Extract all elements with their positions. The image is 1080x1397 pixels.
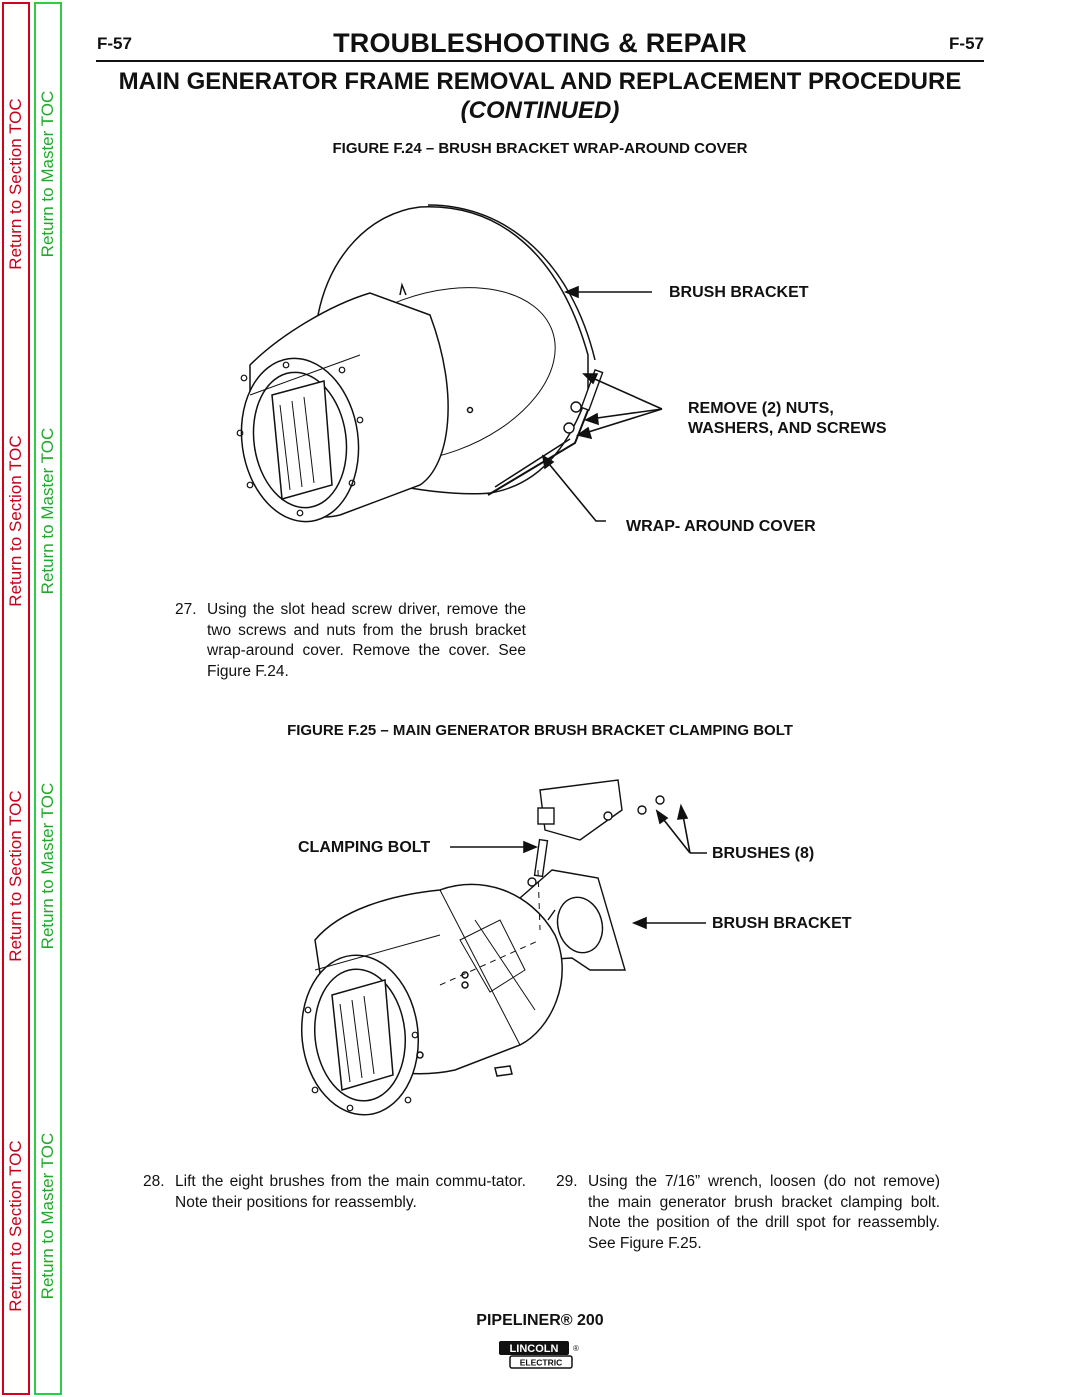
step-28-text: Lift the eight brushes from the main com… [175, 1173, 526, 1211]
header-rule [96, 60, 984, 62]
master-toc-bar: Return to Master TOC Return to Master TO… [34, 2, 62, 1395]
callout-brush-bracket-25: BRUSH BRACKET [712, 915, 852, 932]
procedure-title: MAIN GENERATOR FRAME REMOVAL AND REPLACE… [118, 68, 962, 95]
bolt-holes [236, 361, 364, 517]
callout-remove-nuts-line2: WASHERS, AND SCREWS [688, 420, 887, 437]
callout-clamping-bolt: CLAMPING BOLT [298, 839, 431, 856]
callout-brush-bracket-24: BRUSH BRACKET [669, 284, 809, 301]
step-29-text: Using the 7/16” wrench, loosen (do not r… [588, 1173, 940, 1252]
page-code-left: F-57 [97, 34, 132, 53]
procedure-continued: (CONTINUED) [460, 97, 620, 124]
step-29: 29. Using the 7/16” wrench, loosen (do n… [556, 1172, 940, 1254]
figure-25-caption: FIGURE F.25 – MAIN GENERATOR BRUSH BRACK… [287, 722, 793, 739]
step-28: 28. Lift the eight brushes from the main… [143, 1172, 526, 1213]
figure-24-caption: FIGURE F.24 – BRUSH BRACKET WRAP-AROUND … [332, 140, 748, 157]
section-title: TROUBLESHOOTING & REPAIR [333, 28, 747, 58]
page-code-right: F-57 [949, 34, 984, 53]
step-27-text: Using the slot head screw driver, remove… [207, 601, 526, 680]
callout-remove-nuts-line1: REMOVE (2) NUTS, [688, 400, 834, 417]
step-29-number: 29. [556, 1173, 578, 1190]
logo-top-text: LINCOLN [510, 1343, 559, 1355]
callout-wrap-around-cover: WRAP- AROUND COVER [626, 518, 816, 535]
lincoln-electric-logo: LINCOLN ® ELECTRIC [499, 1341, 579, 1369]
step-28-number: 28. [143, 1173, 165, 1190]
product-name: PIPELINER® 200 [476, 1312, 604, 1329]
step-27: 27. Using the slot head screw driver, re… [175, 600, 526, 682]
logo-bottom-text: ELECTRIC [520, 1358, 563, 1368]
figure-24-drawing [236, 204, 604, 523]
figure-25-drawing [300, 779, 665, 1116]
callout-brushes: BRUSHES (8) [712, 845, 815, 862]
frame-bolt-holes [304, 1006, 419, 1112]
logo-reg-mark: ® [573, 1344, 579, 1353]
section-toc-bar: Return to Section TOC Return to Section … [2, 2, 30, 1395]
step-27-number: 27. [175, 601, 197, 618]
